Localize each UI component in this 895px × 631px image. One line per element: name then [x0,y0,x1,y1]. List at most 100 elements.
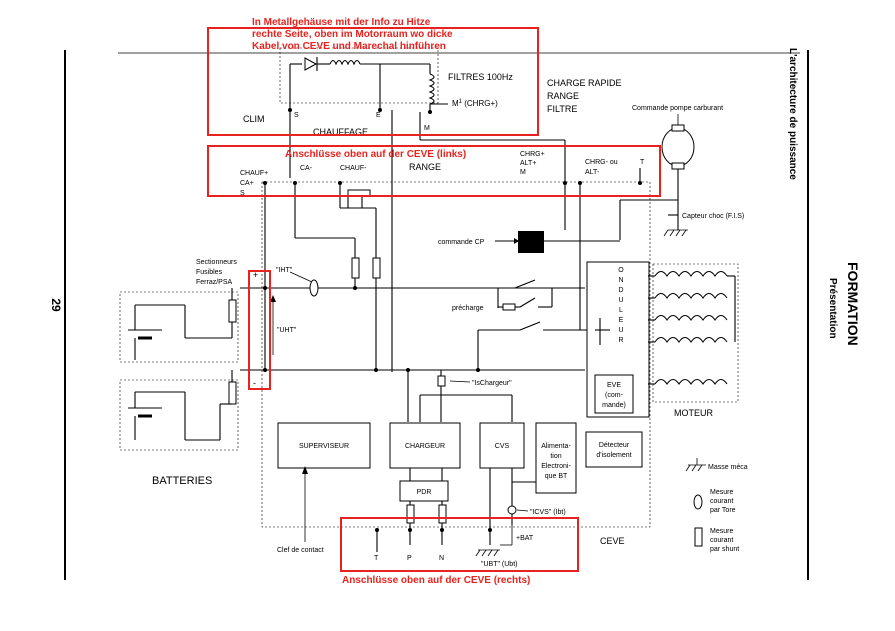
detecteur-label-1: Détecteur [599,442,630,449]
ca-minus-label: CA- [300,165,313,172]
commande-cp-label: commande CP [438,239,485,246]
icvs-tore-icon [507,505,517,515]
shunt-legend-icon [694,527,703,547]
fuse-chauf-icon [351,257,360,279]
pdr-box [399,480,449,502]
detecteur-label-2: d'isolement [596,452,631,459]
uht-label: "UHT" [277,327,297,334]
onduleur-letter: L [619,307,623,314]
motor-coil-icon [654,270,728,277]
alim-label-4: que BT [545,473,568,480]
batteries-label: BATTERIES [152,475,212,487]
chauffage-label: CHAUFFAGE [313,127,368,137]
red-box-top [207,27,539,136]
chargeur-box [389,422,461,469]
presentation-title: Présentation [827,278,838,339]
chrg-minus-label: CHRG- ou [585,159,618,166]
superviseur-box [277,422,371,469]
superviseur-label: SUPERVISEUR [299,443,349,450]
alim-label-1: Alimenta- [541,443,571,450]
charge-rapide-label: CHARGE RAPIDE [547,78,622,88]
red-annotation-top-1: In Metallgehäuse mit der Info zu Hitze [252,17,431,28]
ca-plus-label: CA+ [240,180,254,187]
alt-minus-label: ALT- [585,169,600,176]
filtre-label: FILTRE [547,104,577,114]
shunt-legend-3: par shunt [710,546,739,553]
m-label: M [424,125,430,132]
red-annotation-bottom: Anschlüsse oben auf der CEVE (rechts) [342,575,530,586]
page-number: 29 [49,298,63,312]
chargeur-label: CHARGEUR [405,443,445,450]
battery-fuse-1-icon [228,299,237,323]
alim-label-3: Electroni- [541,463,571,470]
n-bottom-label: N [439,555,444,562]
detecteur-box [585,431,643,468]
ferraz-label: Ferraz/PSA [196,279,233,286]
minus-terminal-label: - [253,378,256,388]
t-top-label: T [640,159,645,166]
masse-label: Masse méca [708,464,748,471]
formation-title: FORMATION [845,262,861,346]
chauf-plus-label: CHAUF+ [240,170,268,177]
filtres-label: FILTRES 100Hz [448,72,513,82]
ceve-label: CEVE [600,536,625,546]
onduleur-letter: D [618,287,623,294]
onduleur-letter: E [619,317,624,324]
m1-label: M1 (CHRG+) [452,99,498,108]
red-annotation-top-2: rechte Seite, oben im Motorraum wo dicke [252,29,453,40]
m2-label: M [520,169,526,176]
bat-label: +BAT [516,535,534,542]
s-label: S [294,112,299,119]
moteur-label: MOTEUR [674,408,713,418]
capteur-choc-label: Capteur choc (F.I.S) [682,213,744,220]
precharge-label: précharge [452,305,484,312]
red-annotation-top-3: Kabel von CEVE und Marechal hinführen [252,41,446,52]
red-box-middle [207,145,661,197]
tore-legend-2: courant [710,498,733,505]
chauf-minus-label: CHAUF- [340,165,367,172]
cvs-label: CVS [495,443,510,450]
moteur-dashed-box [652,263,739,403]
red-box-left [248,270,271,390]
eve-label-3: mande) [602,402,626,409]
onduleur-letter: N [618,277,623,284]
diode-icon [304,57,318,71]
clim-label: CLIM [243,114,265,124]
t-bottom-label: T [374,555,379,562]
chrg-plus-label: CHRG+ [520,151,545,158]
shunt-legend-1: Mesure [710,528,733,535]
tore-legend-icon [693,494,703,510]
battery-1-box [119,291,239,363]
red-annotation-middle: Anschlüsse oben auf der CEVE (links) [285,149,466,160]
iht-tore-icon [309,279,319,297]
alt-plus-label: ALT+ [520,160,536,167]
alim-label-2: tion [550,453,561,460]
range-label: RANGE [409,162,441,172]
tore-legend-3: par Tore [710,507,736,514]
clef-label: Clef de contact [277,547,324,554]
p-bottom-label: P [407,555,412,562]
battery-fuse-2-icon [228,381,237,405]
tore-legend-1: Mesure [710,489,733,496]
ischargeur-label: "IsChargeur" [472,380,512,387]
plus-terminal-label: + [253,270,258,280]
onduleur-letter: U [618,327,623,334]
battery-2-box [119,379,239,451]
range-top-label: RANGE [547,91,579,101]
section-title: L'architecture de puissance [787,48,798,180]
icvs-label: "ICVS" (Ibt) [530,509,566,516]
inductor-icon [329,59,361,66]
ubt-label: "UBT" (Ubt) [481,561,517,568]
pdr-fuse-1-icon [406,504,415,524]
filter-dashed-box [279,47,439,104]
onduleur-letter: O [618,267,624,274]
filter-coil-icon [428,73,435,105]
eve-box [594,374,634,414]
cvs-box [479,422,525,469]
precharge-resistor-icon [502,303,516,311]
onduleur-letter: R [618,337,623,344]
alim-box [535,422,577,494]
commande-pompe-label: Commande pompe carburant [632,105,723,112]
